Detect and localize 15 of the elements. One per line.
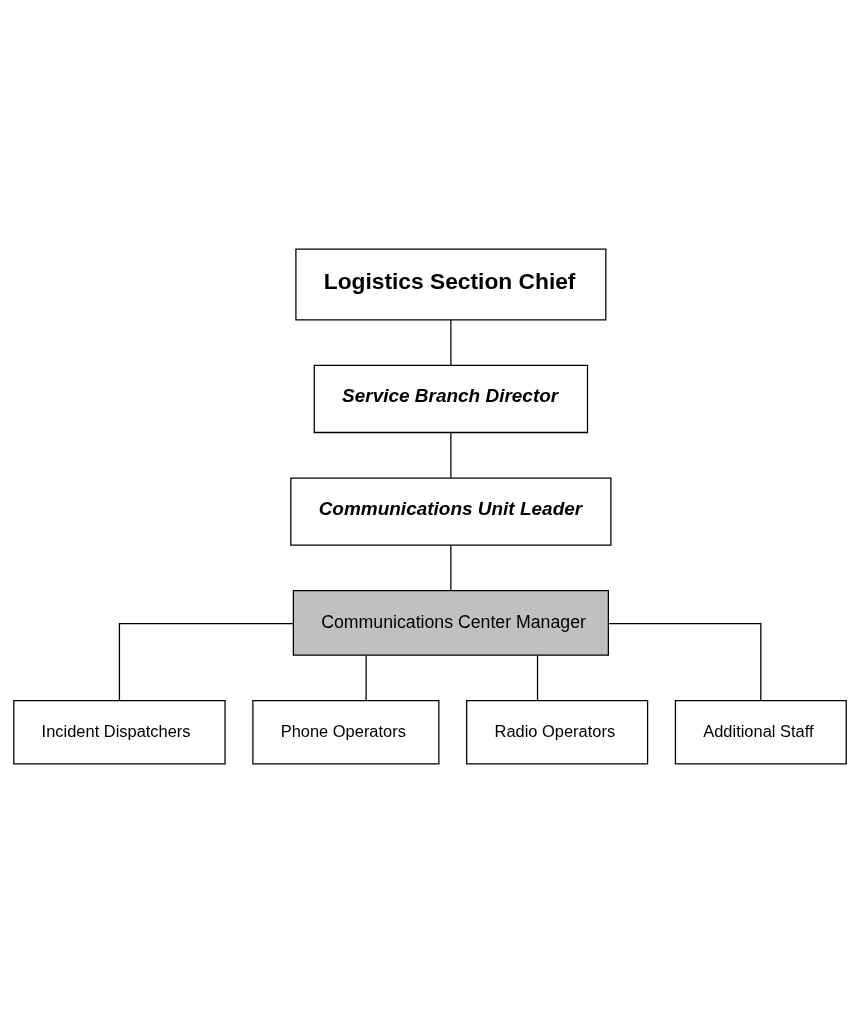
connector bbox=[607, 622, 762, 701]
node-box: Incident Dispatchers bbox=[13, 699, 226, 765]
connector bbox=[118, 622, 294, 701]
connector bbox=[450, 431, 452, 478]
node-box: Logistics Section Chief bbox=[295, 247, 607, 321]
connector bbox=[536, 654, 539, 701]
node-box: Communications Unit Leader bbox=[290, 476, 612, 546]
node-box: Additional Staff bbox=[674, 699, 847, 765]
node-box: Communications Center Manager bbox=[292, 589, 609, 656]
connector bbox=[450, 544, 452, 591]
node-box: Phone Operators bbox=[252, 699, 440, 765]
connector bbox=[365, 654, 367, 701]
connector bbox=[450, 318, 452, 366]
node-box: Service Branch Director bbox=[313, 364, 589, 433]
node-box: Radio Operators bbox=[466, 699, 649, 765]
